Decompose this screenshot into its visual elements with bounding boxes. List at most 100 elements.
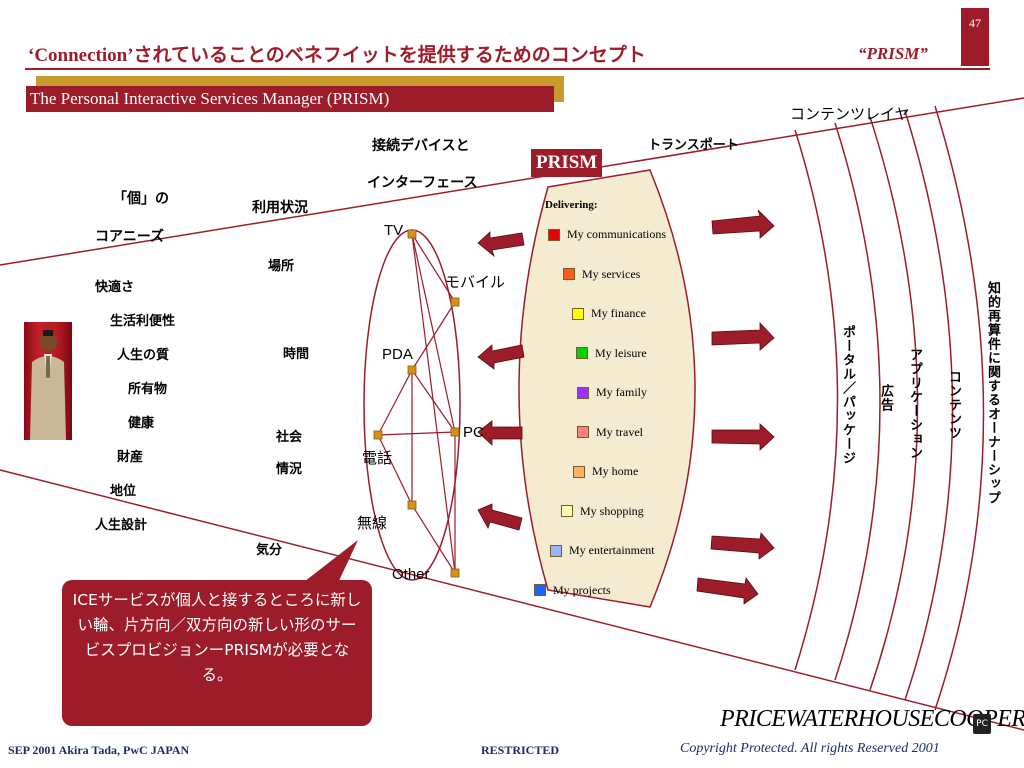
service-color-swatch (550, 544, 562, 557)
service-item: My home (573, 464, 638, 479)
service-color-swatch (548, 228, 560, 241)
arrow-out-5 (696, 577, 759, 605)
needs-header-line2: コアニーズ (95, 229, 165, 245)
service-color-swatch (572, 307, 584, 320)
service-label: My entertainment (569, 543, 655, 557)
layer-arc-3 (869, 116, 919, 691)
arrow-in-3 (477, 420, 523, 446)
device-nodes (373, 229, 460, 578)
service-item: My projects (534, 583, 611, 598)
node-pc (450, 427, 460, 437)
page-number: 47 (961, 8, 989, 66)
delivering-label: Delivering: (545, 199, 598, 211)
service-label: My services (582, 266, 641, 281)
need-item: 人生の質 (117, 348, 170, 363)
arrow-in-1 (477, 231, 525, 258)
device-label-pc: PC (463, 424, 484, 441)
service-label: My home (592, 464, 639, 478)
usage-item: 時間 (283, 347, 310, 362)
device-label-phone: 電話 (362, 450, 393, 467)
footer-classification: RESTRICTED (481, 743, 560, 757)
service-item: My leisure (576, 346, 647, 361)
device-label-tv: TV (384, 222, 404, 239)
person-figure (30, 330, 66, 440)
usage-item: 情況 (276, 462, 303, 477)
layer-label-content: コンテンツ (946, 370, 961, 440)
need-item: 所有物 (128, 382, 168, 397)
need-item: 人生設計 (95, 518, 148, 533)
service-label: My finance (591, 306, 646, 320)
usage-header: 利用状況 (252, 200, 308, 216)
service-item: My shopping (561, 504, 644, 519)
needs-header-line1: 「個」の (113, 191, 169, 207)
service-color-swatch (534, 584, 546, 596)
need-item: 健康 (128, 416, 155, 431)
service-color-swatch (577, 386, 589, 399)
layer-arc-1 (794, 129, 839, 671)
funnel-top-line (0, 97, 1024, 266)
service-item: My entertainment (550, 543, 655, 558)
funnel-bottom-line (0, 469, 1024, 731)
layer-arc-2 (834, 122, 881, 681)
title-tag: “PRISM” (858, 44, 928, 63)
device-header-line1: 接続デバイスと (372, 138, 470, 154)
page-title: ‘Connection’されていることのベネフイットを提供するためのコンセプト (28, 45, 646, 66)
service-item: My family (577, 385, 647, 400)
need-item: 地位 (110, 484, 137, 499)
service-label: My travel (596, 424, 643, 439)
arrow-out-3 (711, 423, 775, 451)
subtitle-banner: The Personal Interactive Services Manage… (26, 86, 554, 112)
arrow-in-2 (477, 344, 525, 370)
need-item: 生活利便性 (110, 314, 176, 329)
layer-label-portal: ポータル／パッケージ (840, 325, 855, 465)
device-header-line2: インターフェース (367, 175, 478, 191)
device-label-other: Other (392, 566, 430, 583)
person-photo (24, 322, 72, 440)
node-pda (407, 365, 417, 375)
title-rule (25, 68, 990, 70)
layer-label-ownership: 知的再算件に関するオーナーシップ (985, 281, 1000, 505)
arrow-out-1 (711, 209, 775, 239)
device-network (377, 233, 456, 574)
service-label: My shopping (580, 503, 644, 518)
node-wireless (407, 500, 417, 510)
service-item: My services (563, 267, 640, 282)
node-other (450, 568, 460, 578)
service-label: My leisure (595, 345, 647, 360)
service-label: My family (596, 385, 647, 399)
prism-label: PRISM (531, 149, 603, 177)
service-color-swatch (563, 268, 575, 280)
service-color-swatch (561, 505, 573, 517)
arrow-in-4 (477, 503, 523, 531)
device-label-mobile: モバイル (445, 274, 506, 291)
service-label: My communications (567, 227, 666, 241)
callout-box: ICEサービスが個人と接するところに新しい輪、片方向／双方向の新しい形のサービス… (62, 580, 372, 726)
device-label-wireless: 無線 (357, 515, 388, 532)
footer-author: SEP 2001 Akira Tada, PwC JAPAN (8, 743, 190, 757)
footer-copyright: Copyright Protected. All rights Reserved… (680, 741, 940, 756)
need-item: 財産 (117, 450, 144, 465)
arrow-out-2 (711, 321, 775, 351)
usage-item: 気分 (256, 543, 283, 558)
usage-item: 社会 (276, 430, 303, 445)
service-color-swatch (577, 426, 589, 438)
layer-arc-4 (904, 110, 954, 701)
service-item: My travel (577, 425, 643, 440)
service-color-swatch (576, 347, 588, 359)
device-label-pda: PDA (382, 346, 413, 363)
service-item: My finance (572, 306, 646, 321)
service-color-swatch (573, 465, 585, 478)
node-tv (407, 229, 417, 239)
transport-label: トランスポート (648, 138, 739, 153)
service-label: My projects (553, 582, 611, 597)
layer-arc-5 (934, 105, 985, 711)
content-layer-label: コンテンツレイヤ (790, 105, 910, 123)
node-mobile (450, 297, 460, 307)
usage-item: 場所 (268, 259, 295, 274)
service-item: My communications (548, 227, 666, 242)
arrow-out-4 (710, 532, 775, 560)
layer-label-application: アプリケーション (907, 348, 922, 460)
layer-label-ads: 広告 (878, 384, 893, 412)
node-phone (373, 430, 383, 440)
need-item: 快適さ (95, 280, 135, 295)
